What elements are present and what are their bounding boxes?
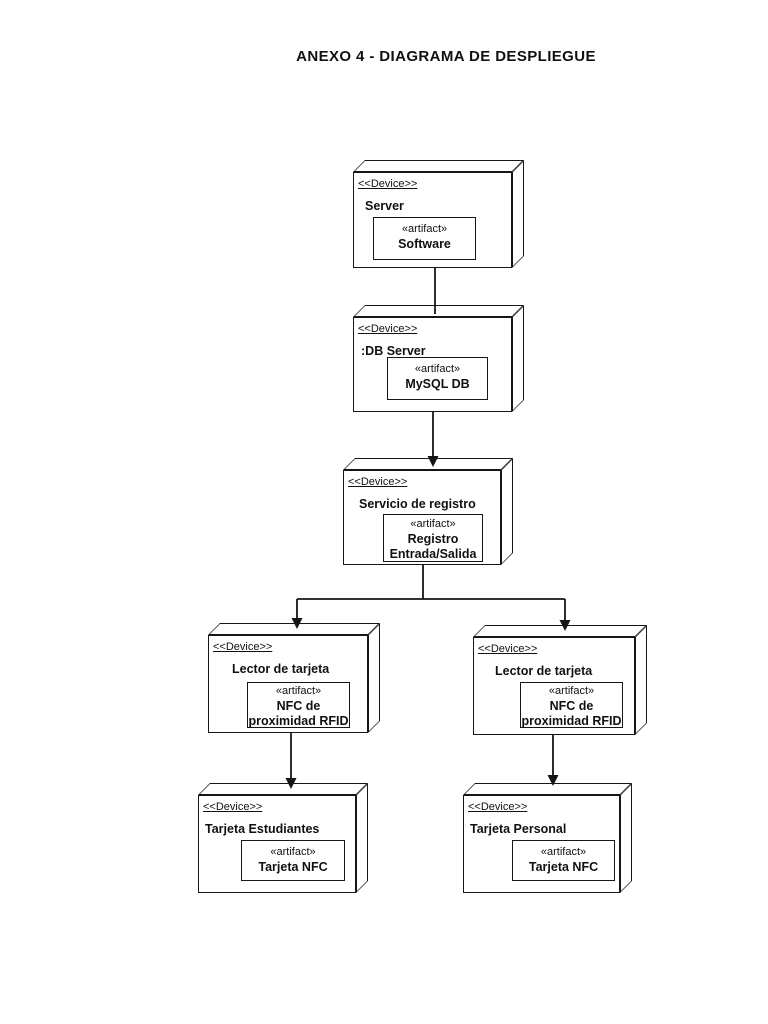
device-stereotype: <<Device>>: [358, 178, 418, 190]
artifact-stereotype: «artifact»: [401, 223, 448, 235]
arrowhead-branch-right: [559, 620, 571, 631]
artifact-box: «artifact» Tarjeta NFC: [241, 840, 345, 881]
arrowhead-tarjeta-personal: [547, 775, 559, 786]
artifact-stereotype: «artifact»: [548, 685, 595, 697]
node-name: Tarjeta Estudiantes: [205, 822, 320, 836]
artifact-name-line1: NFC de: [276, 699, 321, 713]
artifact-name-line2: proximidad RFID: [248, 714, 349, 728]
device-stereotype: <<Device>>: [358, 323, 418, 335]
node-tarjeta-personal: <<Device>> Tarjeta Personal «artifact» T…: [463, 783, 632, 893]
artifact-box: «artifact» Registro Entrada/Salida: [383, 514, 483, 562]
artifact-name-line1: Registro: [407, 532, 459, 546]
artifact-name-line1: NFC de: [549, 699, 594, 713]
artifact-stereotype: «artifact»: [410, 518, 456, 530]
node-tarjeta-estudiantes: <<Device>> Tarjeta Estudiantes «artifact…: [198, 783, 368, 893]
arrowhead-tarjeta-estudiantes: [285, 778, 297, 789]
artifact-stereotype: «artifact»: [414, 363, 461, 375]
artifact-name: Tarjeta NFC: [258, 860, 328, 874]
node-name: Lector de tarjeta: [232, 662, 330, 676]
artifact-name: MySQL DB: [405, 377, 470, 391]
artifact-box: «artifact» NFC de proximidad RFID: [520, 682, 623, 728]
device-stereotype: <<Device>>: [468, 801, 528, 813]
node-lector-tarjeta-right: <<Device>> Lector de tarjeta «artifact» …: [473, 625, 647, 735]
node-server: <<Device>> Server «artifact» Software: [353, 160, 524, 268]
node-lector-tarjeta-left: <<Device>> Lector de tarjeta «artifact» …: [208, 623, 380, 733]
artifact-name: Tarjeta NFC: [528, 860, 599, 874]
artifact-stereotype: «artifact»: [270, 846, 316, 858]
page-title: ANEXO 4 - DIAGRAMA DE DESPLIEGUE: [296, 48, 596, 65]
artifact-name: Software: [398, 237, 451, 251]
connector-registro-branch: [296, 565, 566, 622]
node-name: Tarjeta Personal: [470, 822, 567, 836]
artifact-box: «artifact» Tarjeta NFC: [512, 840, 615, 881]
node-name: :DB Server: [361, 344, 426, 358]
artifact-name-line2: Entrada/Salida: [389, 547, 477, 561]
node-servicio-registro: <<Device>> Servicio de registro «artifac…: [343, 458, 513, 565]
arrowhead-branch-left: [291, 618, 303, 629]
artifact-box: «artifact» NFC de proximidad RFID: [247, 682, 350, 728]
device-stereotype: <<Device>>: [213, 641, 273, 653]
device-stereotype: <<Device>>: [203, 801, 263, 813]
device-stereotype: <<Device>>: [348, 476, 408, 488]
node-name: Server: [365, 199, 404, 213]
node-name: Servicio de registro: [359, 497, 476, 511]
node-db-server: <<Device>> :DB Server «artifact» MySQL D…: [353, 305, 524, 412]
artifact-name-line2: proximidad RFID: [521, 714, 622, 728]
artifact-box: «artifact» MySQL DB: [387, 357, 488, 400]
node-name: Lector de tarjeta: [495, 664, 593, 678]
artifact-box: «artifact» Software: [373, 217, 476, 260]
artifact-stereotype: «artifact»: [275, 685, 322, 697]
artifact-stereotype: «artifact»: [540, 846, 587, 858]
arrowhead-db-registro: [427, 456, 439, 467]
device-stereotype: <<Device>>: [478, 643, 538, 655]
